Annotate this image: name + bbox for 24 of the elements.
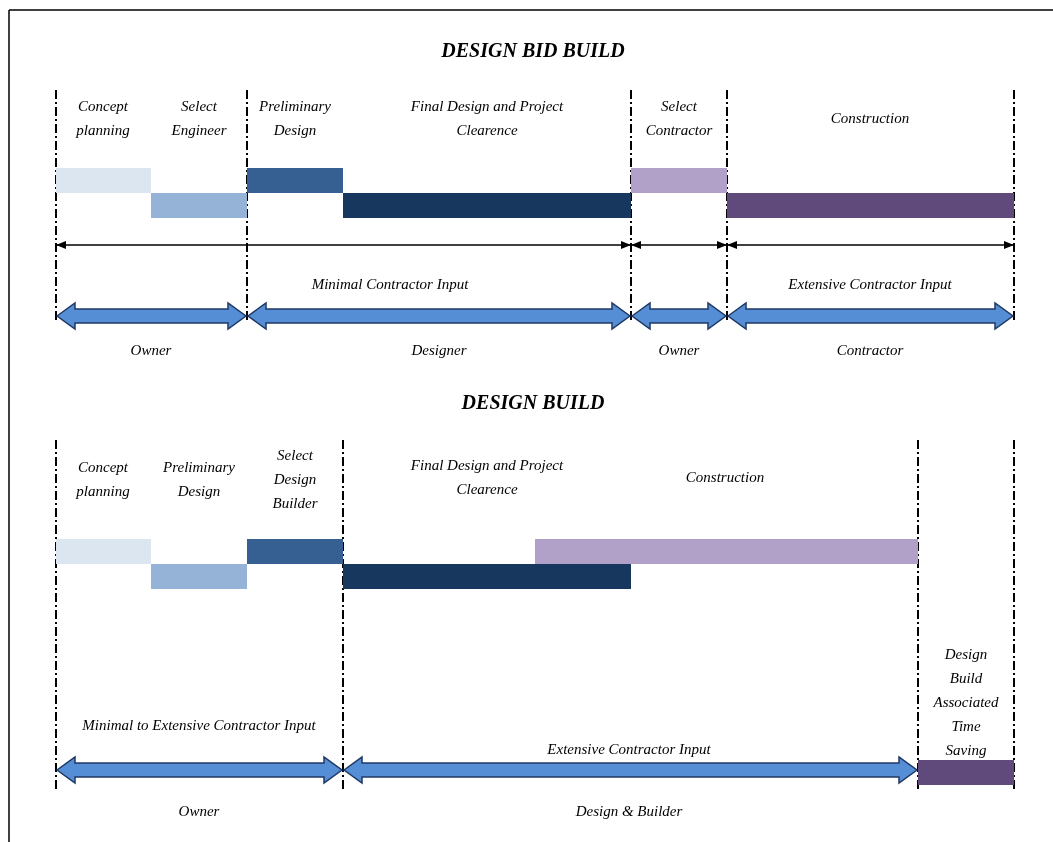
section-title: DESIGN BUILD xyxy=(460,390,606,414)
phase-label: Preliminary Design xyxy=(162,458,236,501)
input-label: Minimal to Extensive Contractor Input xyxy=(81,716,317,735)
input-label: Minimal Contractor Input xyxy=(310,275,470,294)
input-label: Extensive Contractor Input xyxy=(787,275,953,294)
input-label: Extensive Contractor Input xyxy=(546,740,712,759)
phase-label: Select Contractor xyxy=(644,97,714,140)
phase-label: Select Design Builder xyxy=(271,446,319,513)
party-label: Owner xyxy=(177,802,221,821)
party-label: Designer xyxy=(410,341,468,360)
phase-label: Concept planning xyxy=(74,97,131,140)
section-title: DESIGN BID BUILD xyxy=(440,38,626,62)
phase-label: Construction xyxy=(829,109,911,128)
phase-label: Final Design and Project Clearence xyxy=(409,97,565,140)
phase-label: Construction xyxy=(684,468,766,487)
phase-label: Final Design and Project Clearence xyxy=(409,456,565,499)
phase-label: Concept planning xyxy=(74,458,131,501)
party-label: Owner xyxy=(657,341,701,360)
party-label: Design & Builder xyxy=(574,802,684,821)
party-label: Owner xyxy=(129,341,173,360)
time-saving-label: Design Build Associated Time Saving xyxy=(932,645,1000,760)
phase-label: Preliminary Design xyxy=(258,97,332,140)
party-label: Contractor xyxy=(835,341,905,360)
phase-label: Select Engineer xyxy=(170,97,228,140)
